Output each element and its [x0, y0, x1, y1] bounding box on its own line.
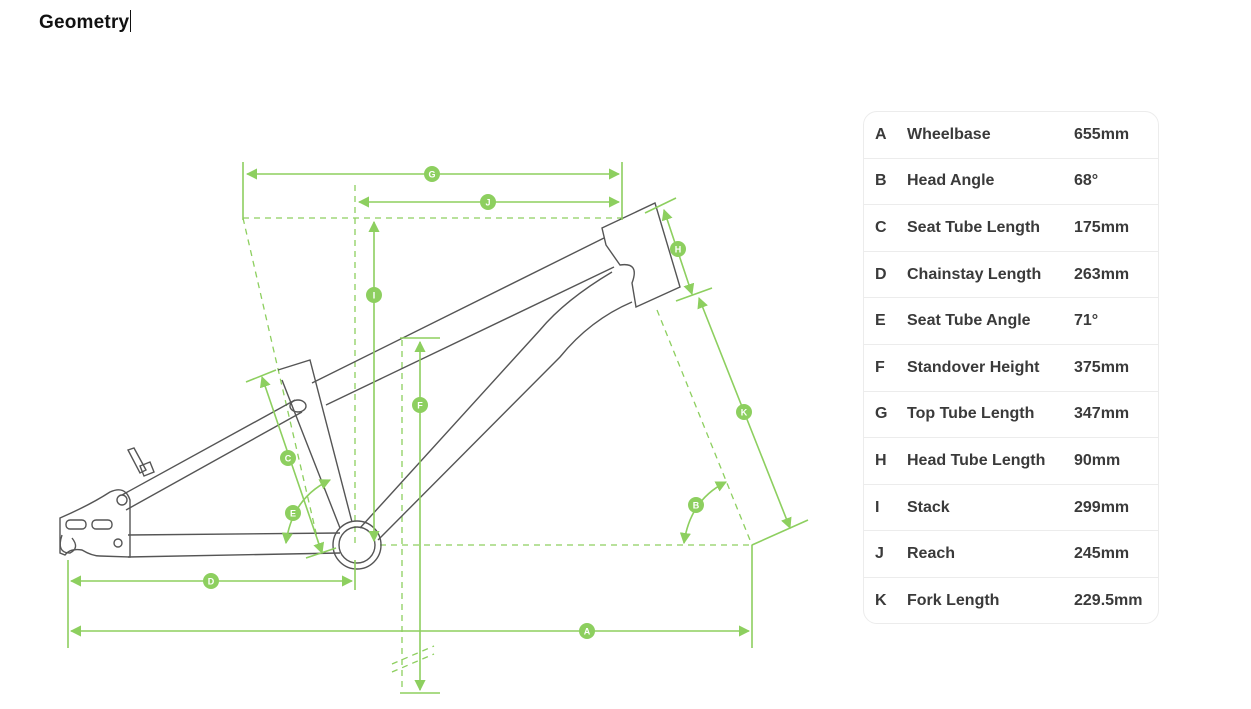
svg-text:K: K — [741, 408, 748, 418]
row-value: 245mm — [1074, 545, 1130, 563]
row-letter: C — [875, 218, 887, 236]
row-value: 263mm — [1074, 265, 1130, 283]
row-measurement-name: Standover Height — [907, 358, 1040, 376]
row-letter: F — [875, 358, 885, 376]
dimension-label-k: K — [736, 404, 752, 420]
svg-text:I: I — [373, 291, 376, 301]
row-value: 90mm — [1074, 451, 1121, 469]
table-row: F Standover Height 375mm — [864, 345, 1158, 392]
row-measurement-name: Stack — [907, 498, 950, 516]
dimension-label-i: I — [366, 287, 382, 303]
table-row: K Fork Length 229.5mm — [864, 578, 1158, 623]
row-measurement-name: Fork Length — [907, 592, 1000, 610]
svg-text:D: D — [208, 577, 215, 587]
row-letter: D — [875, 265, 887, 283]
dimension-label-a: A — [579, 623, 595, 639]
table-row: C Seat Tube Length 175mm — [864, 205, 1158, 252]
row-measurement-name: Seat Tube Length — [907, 218, 1041, 236]
row-letter: A — [875, 125, 887, 143]
svg-text:B: B — [693, 501, 700, 511]
table-row: G Top Tube Length 347mm — [864, 392, 1158, 439]
svg-text:F: F — [417, 401, 423, 411]
dimension-label-g: G — [424, 166, 440, 182]
row-value: 229.5mm — [1074, 592, 1143, 610]
row-value: 655mm — [1074, 125, 1130, 143]
bike-frame — [59, 202, 681, 570]
dashed-reference-lines — [242, 185, 753, 692]
row-measurement-name: Head Angle — [907, 172, 995, 190]
dimension-arrows — [67, 162, 809, 694]
row-letter: K — [875, 592, 887, 610]
row-letter: G — [875, 405, 888, 423]
svg-text:C: C — [285, 454, 292, 464]
row-value: 68° — [1074, 172, 1099, 190]
dimension-label-b: B — [688, 497, 704, 513]
row-value: 71° — [1074, 312, 1099, 330]
dimension-label-d: D — [203, 573, 219, 589]
geometry-spec-table: A Wheelbase 655mm B Head Angle 68° C Sea… — [863, 111, 1159, 624]
svg-text:A: A — [584, 627, 591, 637]
dimension-label-h: H — [670, 241, 686, 257]
table-row: E Seat Tube Angle 71° — [864, 298, 1158, 345]
page-title: Geometry — [39, 10, 132, 33]
dimension-label-e: E — [285, 505, 301, 521]
table-row: H Head Tube Length 90mm — [864, 438, 1158, 485]
row-measurement-name: Seat Tube Angle — [907, 312, 1031, 330]
svg-text:G: G — [428, 170, 435, 180]
row-measurement-name: Head Tube Length — [907, 451, 1046, 469]
row-letter: B — [875, 172, 887, 190]
dimension-label-c: C — [280, 450, 296, 466]
svg-text:H: H — [675, 245, 682, 255]
row-measurement-name: Chainstay Length — [907, 265, 1042, 283]
row-letter: J — [875, 545, 884, 563]
row-measurement-name: Reach — [907, 545, 956, 563]
svg-text:E: E — [290, 509, 296, 519]
row-measurement-name: Top Tube Length — [907, 405, 1035, 423]
row-value: 375mm — [1074, 358, 1130, 376]
row-value: 347mm — [1074, 405, 1130, 423]
table-row: D Chainstay Length 263mm — [864, 252, 1158, 299]
dimension-label-j: J — [480, 194, 496, 210]
table-row: A Wheelbase 655mm — [864, 112, 1158, 159]
table-row: I Stack 299mm — [864, 485, 1158, 532]
table-row: B Head Angle 68° — [864, 159, 1158, 206]
row-measurement-name: Wheelbase — [907, 125, 991, 143]
row-letter: I — [875, 498, 880, 516]
svg-text:J: J — [485, 198, 490, 208]
row-value: 175mm — [1074, 218, 1130, 236]
table-row: J Reach 245mm — [864, 531, 1158, 578]
row-letter: E — [875, 312, 886, 330]
dimension-label-f: F — [412, 397, 428, 413]
row-letter: H — [875, 451, 887, 469]
text-cursor — [130, 10, 132, 32]
row-value: 299mm — [1074, 498, 1130, 516]
